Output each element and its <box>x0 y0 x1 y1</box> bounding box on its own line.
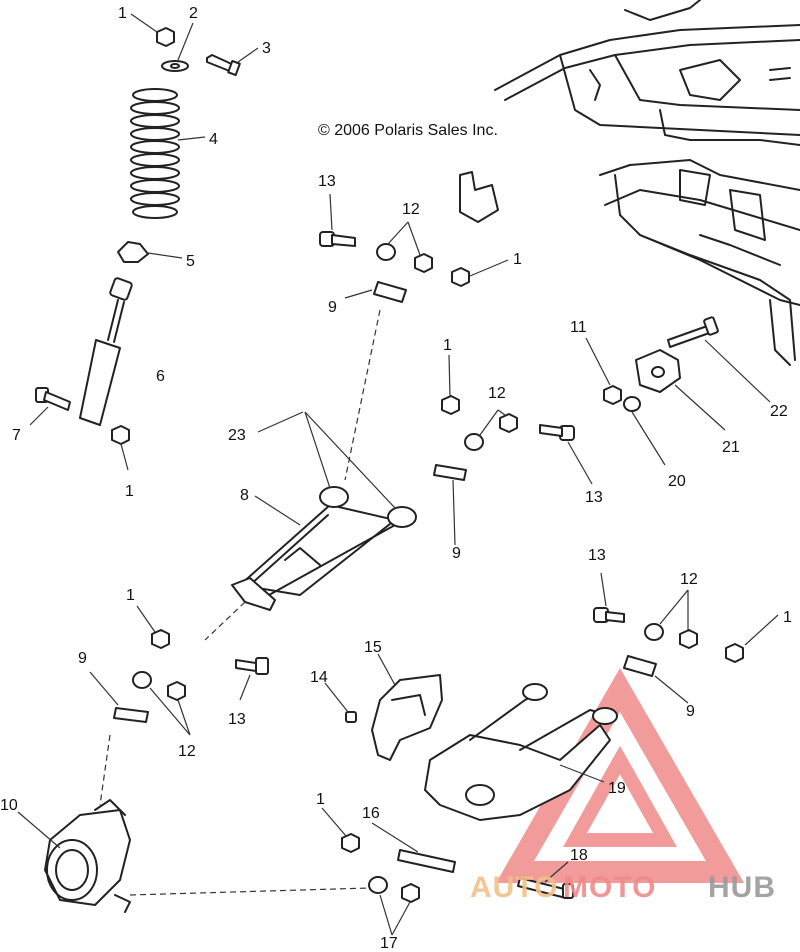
nut-1-center-top <box>451 267 470 287</box>
callout-11: 11 <box>570 319 587 336</box>
bolt-14 <box>345 711 357 723</box>
callout-9: 9 <box>328 299 337 316</box>
shock-absorber-6 <box>79 277 133 426</box>
spring-4 <box>130 88 180 219</box>
bushing-12-lower-left <box>132 671 186 701</box>
copyright-text: © 2006 Polaris Sales Inc. <box>318 122 498 139</box>
callout-5: 5 <box>186 253 195 270</box>
callout-14: 14 <box>310 669 328 686</box>
callout-1: 1 <box>443 337 452 354</box>
watermark-hub: HUB <box>708 871 776 904</box>
callout-1: 1 <box>316 791 325 808</box>
callout-6: 6 <box>156 368 165 385</box>
callout-12: 12 <box>680 571 698 588</box>
callout-22: 22 <box>770 403 788 420</box>
nut-11 <box>603 385 622 405</box>
nut-1-lower-left <box>151 629 170 649</box>
callout-23: 23 <box>228 427 246 444</box>
sleeve-9-lower-left <box>113 707 149 723</box>
nut-1-left <box>111 425 130 445</box>
sleeve-9-middle <box>433 464 467 481</box>
callout-12: 12 <box>488 385 506 402</box>
callout-9: 9 <box>686 703 695 720</box>
nut-1-bottom <box>341 833 360 853</box>
callout-1: 1 <box>125 483 134 500</box>
bolt-18 <box>517 877 574 899</box>
callout-7: 7 <box>12 427 21 444</box>
bushing-20 <box>623 396 641 412</box>
bolt-13-lower-left <box>235 657 269 675</box>
washer-2 <box>161 60 189 72</box>
callout-16: 16 <box>362 805 380 822</box>
callout-1: 1 <box>513 251 522 268</box>
callout-17: 17 <box>380 935 398 952</box>
callout-1: 1 <box>118 5 127 22</box>
sleeve-9-top <box>373 281 407 303</box>
bolt-13-right <box>593 607 625 623</box>
callout-21: 21 <box>722 439 740 456</box>
callout-20: 20 <box>668 473 686 490</box>
callout-15: 15 <box>364 639 382 656</box>
callout-1: 1 <box>783 609 792 626</box>
callout-labels: 1 2 3 4 5 6 7 1 13 12 1 9 11 1 12 22 23 … <box>0 5 792 952</box>
pin-16 <box>397 849 456 873</box>
nut-1-top <box>156 27 175 47</box>
watermark-moto: MOTO <box>563 871 656 904</box>
callout-13: 13 <box>228 711 246 728</box>
retainer-5 <box>117 241 149 263</box>
bushing-12-right <box>644 623 698 649</box>
leader-lines <box>17 13 779 936</box>
watermark-auto: AUTO <box>470 871 558 904</box>
callout-4: 4 <box>209 131 218 148</box>
sleeve-9-right <box>623 655 657 677</box>
callout-8: 8 <box>240 487 249 504</box>
callout-18: 18 <box>570 847 588 864</box>
bushing-12-middle <box>464 413 518 451</box>
callout-13: 13 <box>588 547 606 564</box>
bolt-13-top <box>319 231 356 247</box>
callout-2: 2 <box>189 5 198 22</box>
bracket-top <box>459 171 499 223</box>
bolt-13-middle <box>539 424 575 441</box>
callout-3: 3 <box>262 40 271 57</box>
callout-12: 12 <box>402 201 420 218</box>
nut-1-middle <box>441 395 460 415</box>
lower-a-arm-19 <box>424 683 618 821</box>
callout-19: 19 <box>608 780 626 797</box>
callout-10: 10 <box>0 797 18 814</box>
knuckle-10 <box>44 799 131 913</box>
a-arm-8 <box>231 486 417 611</box>
bracket-21 <box>635 349 681 393</box>
watermark-triangle-inner <box>563 745 677 847</box>
bushing-17 <box>368 876 420 903</box>
callout-12: 12 <box>178 743 196 760</box>
callout-13: 13 <box>318 173 336 190</box>
callout-13: 13 <box>585 489 603 506</box>
nut-1-right <box>725 643 744 663</box>
callout-9: 9 <box>78 650 87 667</box>
callout-1: 1 <box>126 587 135 604</box>
bolt-22 <box>667 316 719 348</box>
bushing-12-top <box>376 243 433 273</box>
frame-assembly <box>494 0 800 366</box>
callout-9: 9 <box>452 545 461 562</box>
bolt-7 <box>35 387 71 411</box>
watermark-text: AUTO MOTO HUB <box>470 871 776 904</box>
guard-15 <box>371 674 443 761</box>
bolt-3 <box>206 54 241 77</box>
